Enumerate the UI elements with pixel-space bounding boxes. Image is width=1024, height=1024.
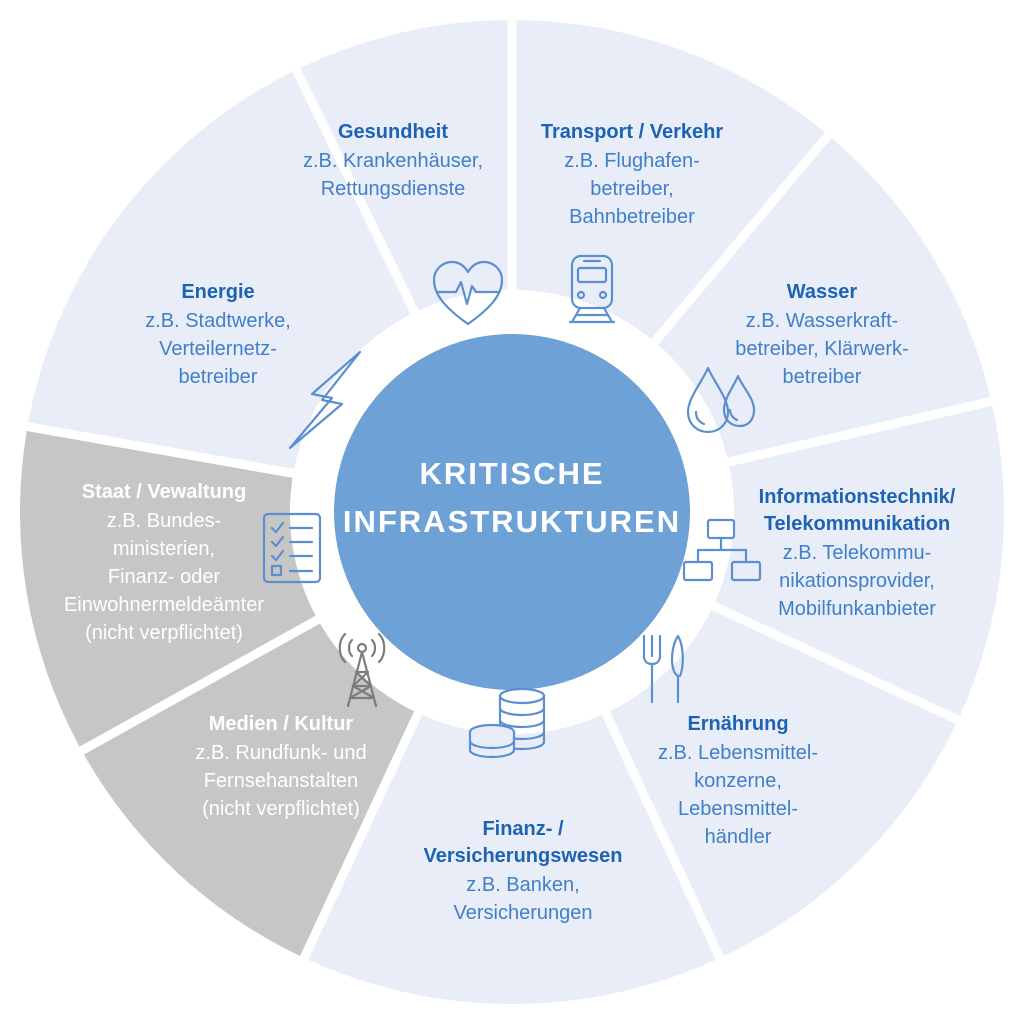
sector-line: z.B. Rundfunk- und: [195, 742, 366, 764]
label-finanz: Finanz- / Versicherungswesen z.B. Banken…: [424, 818, 623, 924]
label-wasser: Wasser z.B. Wasserkraft- betreiber, Klär…: [735, 281, 908, 388]
sector-line: z.B. Wasserkraft-: [746, 310, 899, 332]
label-gesundheit: Gesundheit z.B. Krankenhäuser, Rettungsd…: [303, 121, 483, 200]
sector-line: betreiber: [783, 366, 862, 388]
water-drops-icon: [686, 366, 756, 434]
sector-transport[interactable]: [516, 20, 825, 340]
label-staat: Staat / Vewaltung z.B. Bundes- ministeri…: [64, 481, 264, 644]
center-title-line2: INFRASTRUKTUREN: [343, 504, 681, 539]
sector-it[interactable]: [715, 405, 1004, 716]
coins-icon: [468, 687, 546, 759]
sector-line: z.B. Krankenhäuser,: [303, 150, 483, 172]
sector-line: z.B. Bundes-: [107, 510, 222, 532]
sector-line: z.B. Lebensmittel-: [658, 742, 818, 764]
center-title-line1: KRITISCHE: [419, 456, 604, 491]
label-ernaehrung: Ernährung z.B. Lebensmittel- konzerne, L…: [658, 713, 818, 848]
sector-title: Medien / Kultur: [209, 713, 354, 735]
label-it: Informationstechnik/ Telekommunikation z…: [759, 486, 956, 620]
sector-line: betreiber,: [590, 178, 673, 200]
sector-line: betreiber: [179, 366, 258, 388]
sector-medien[interactable]: [83, 623, 415, 956]
center-disc: [334, 334, 690, 690]
sector-title: Informationstechnik/: [759, 486, 956, 508]
sector-title-line2: Versicherungswesen: [424, 845, 623, 867]
sector-staat[interactable]: [19, 431, 316, 747]
sector-line: Mobilfunkanbieter: [778, 598, 936, 620]
checklist-icon: [262, 512, 322, 584]
label-transport: Transport / Verkehr z.B. Flughafen- betr…: [541, 121, 724, 228]
label-energie: Energie z.B. Stadtwerke, Verteilernetz- …: [145, 281, 291, 388]
network-icon: [682, 518, 762, 582]
heart-pulse-icon: [432, 260, 504, 326]
sector-wasser[interactable]: [658, 138, 991, 458]
sector-title: Ernährung: [687, 713, 788, 735]
sector-line: nikationsprovider,: [779, 570, 935, 592]
sector-line: Fernsehanstalten: [204, 770, 359, 792]
sector-line: Rettungsdienste: [321, 178, 466, 200]
label-medien: Medien / Kultur z.B. Rundfunk- und Ferns…: [195, 713, 366, 820]
sector-ernaehrung[interactable]: [609, 609, 956, 956]
sector-line: (nicht verpflichtet): [202, 798, 360, 820]
sector-title-line2: Telekommunikation: [764, 513, 950, 535]
sector-line: Lebensmittel-: [678, 798, 798, 820]
sector-line: ministerien,: [113, 538, 215, 560]
antenna-tower-icon: [338, 632, 386, 708]
sector-line: (nicht verpflichtet): [85, 622, 243, 644]
sector-finanz[interactable]: [308, 715, 716, 1004]
fork-knife-icon: [642, 634, 684, 704]
sector-line: betreiber, Klärwerk-: [735, 338, 908, 360]
train-icon: [568, 254, 616, 324]
sector-line: z.B. Banken,: [466, 874, 579, 896]
sector-line: Bahnbetreiber: [569, 206, 695, 228]
sector-title: Gesundheit: [338, 121, 448, 143]
sector-title: Finanz- /: [482, 818, 564, 840]
lightning-icon: [288, 350, 362, 450]
sector-gesundheit[interactable]: [300, 20, 508, 311]
sector-title: Staat / Vewaltung: [82, 481, 246, 503]
sector-line: Verteilernetz-: [159, 338, 277, 360]
sector-line: konzerne,: [694, 770, 782, 792]
sector-line: Versicherungen: [454, 902, 593, 924]
sector-line: z.B. Flughafen-: [564, 150, 700, 172]
sector-title: Wasser: [787, 281, 858, 303]
sector-line: händler: [705, 826, 772, 848]
sector-line: z.B. Stadtwerke,: [145, 310, 291, 332]
sector-title: Transport / Verkehr: [541, 121, 724, 143]
sector-line: Finanz- oder: [108, 566, 221, 588]
sector-line: z.B. Telekommu-: [783, 542, 932, 564]
sector-title: Energie: [181, 281, 254, 303]
sector-backgrounds: [19, 20, 1004, 1004]
sector-line: Einwohnermeldeämter: [64, 594, 264, 616]
sector-energie[interactable]: [28, 71, 411, 470]
